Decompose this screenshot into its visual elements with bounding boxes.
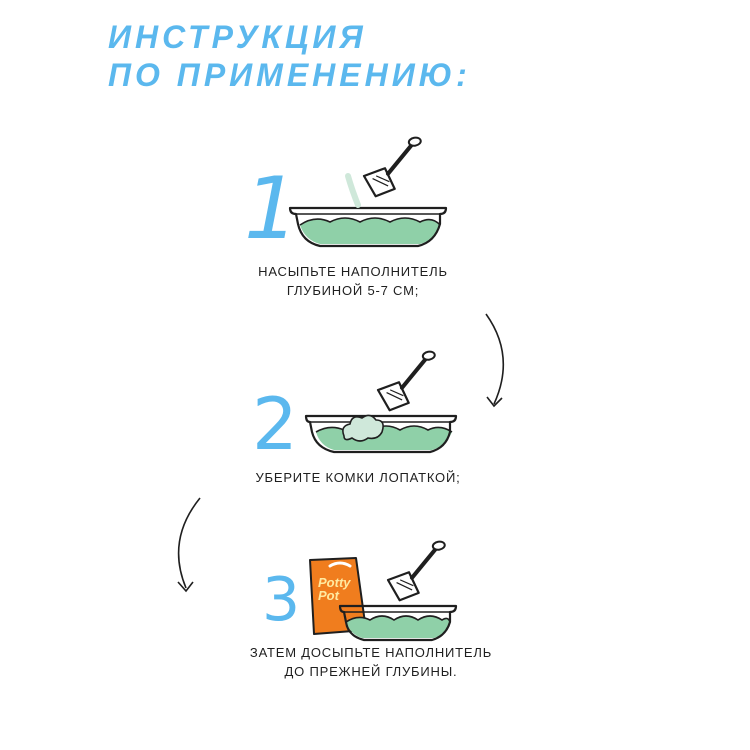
page-title: ИНСТРУКЦИЯ ПО ПРИМЕНЕНИЮ:: [108, 18, 471, 94]
step3-scoop-icon: [380, 538, 455, 604]
step-3-number: 3: [262, 565, 301, 635]
step-1-caption-line-2: ГЛУБИНОЙ 5-7 СМ;: [286, 283, 420, 298]
step-1-number: 1: [244, 159, 299, 259]
step-1-caption: НАСЫПЬТЕ НАПОЛНИТЕЛЬ ГЛУБИНОЙ 5-7 СМ;: [228, 262, 478, 300]
arrow-down-left-icon: [177, 497, 201, 589]
title-line-2: ПО ПРИМЕНЕНИЮ:: [108, 57, 471, 93]
step-2-caption: УБЕРИТЕ КОМКИ ЛОПАТКОЙ;: [228, 468, 488, 487]
step-2-caption-line-1: УБЕРИТЕ КОМКИ ЛОПАТКОЙ;: [255, 470, 461, 485]
bag-brand: Potty Pot: [318, 576, 351, 602]
arrow-head-2-icon: [177, 581, 194, 593]
arrow-head-icon: [486, 396, 503, 408]
arrow-down-right-icon: [485, 313, 505, 405]
clump-icon: [342, 414, 384, 442]
step1-tray-icon: [288, 206, 448, 248]
step-3-caption-line-1: ЗАТЕМ ДОСЫПЬТЕ НАПОЛНИТЕЛЬ: [249, 645, 493, 660]
step-3-caption-line-2: ДО ПРЕЖНЕЙ ГЛУБИНЫ.: [284, 664, 458, 679]
step-3-caption: ЗАТЕМ ДОСЫПЬТЕ НАПОЛНИТЕЛЬ ДО ПРЕЖНЕЙ ГЛ…: [226, 643, 516, 681]
step-2-number: 2: [252, 382, 298, 466]
title-line-1: ИНСТРУКЦИЯ: [108, 19, 367, 55]
step-1-caption-line-1: НАСЫПЬТЕ НАПОЛНИТЕЛЬ: [258, 264, 448, 279]
bag-brand-line-1: Potty: [318, 575, 351, 590]
step1-scoop-icon: [345, 134, 431, 208]
step3-tray-icon: [338, 604, 458, 642]
step2-scoop-icon: [370, 348, 445, 414]
bag-brand-line-2: Pot: [318, 588, 339, 603]
